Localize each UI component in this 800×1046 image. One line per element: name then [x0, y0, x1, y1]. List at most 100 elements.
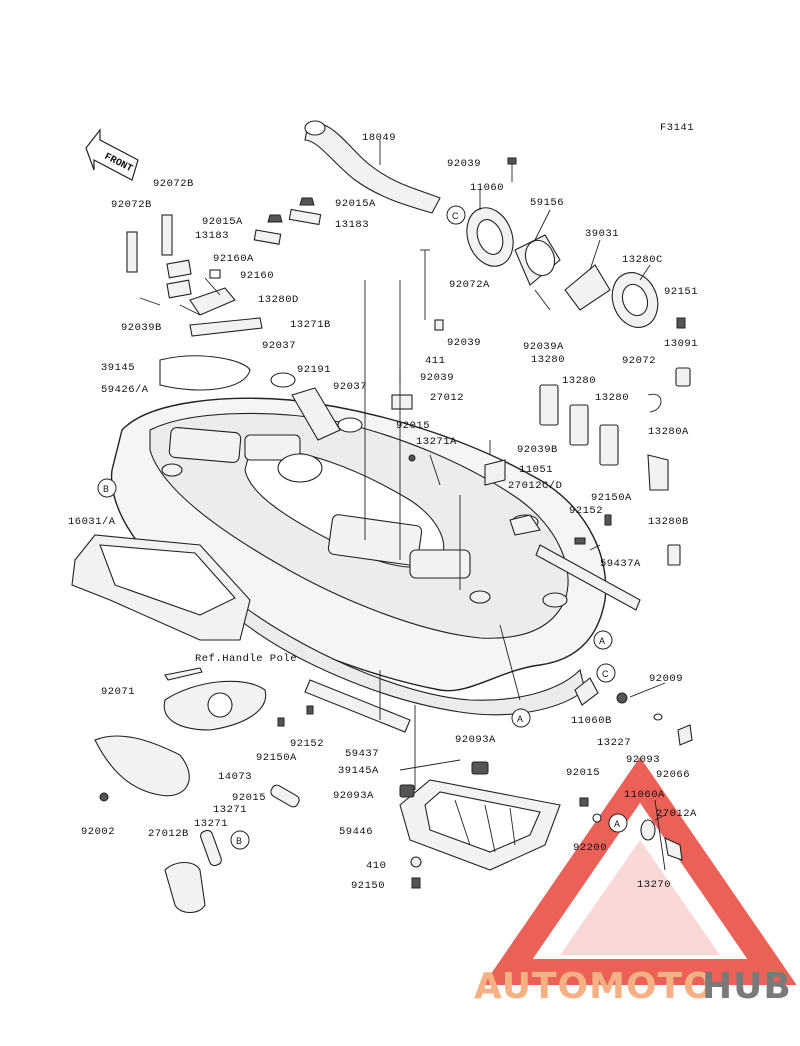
- handle-pole-parts: [94, 667, 314, 914]
- hose-18049: [304, 120, 441, 214]
- part-label: 92009: [649, 673, 683, 685]
- part-label: 13227: [597, 737, 631, 749]
- part-label: 16031/A: [68, 516, 116, 528]
- outlet-parts: [574, 677, 693, 871]
- svg-text:A: A: [517, 714, 523, 724]
- part-label: 92039: [447, 158, 481, 170]
- part-label: 13271B: [290, 319, 331, 331]
- part-label: 59437: [345, 748, 379, 760]
- part-label: 92093A: [455, 734, 496, 746]
- exhaust-parts: [466, 157, 691, 413]
- part-label: 13271: [194, 818, 228, 830]
- part-label: 410: [366, 860, 386, 872]
- part-label: 92150: [351, 880, 385, 892]
- part-label: 92015: [396, 420, 430, 432]
- part-label: 92015A: [202, 216, 243, 228]
- part-label: 92071: [101, 686, 135, 698]
- clamp-blocks: [539, 384, 681, 566]
- part-label: 27012C/D: [508, 480, 562, 492]
- part-label: 92072: [622, 355, 656, 367]
- part-label: 13183: [335, 219, 369, 231]
- part-label: 92037: [262, 340, 296, 352]
- part-label: 92039B: [121, 322, 162, 334]
- part-label: 92015A: [335, 198, 376, 210]
- svg-text:B: B: [236, 836, 242, 846]
- bracket-parts: [126, 197, 322, 337]
- part-label: 27012: [430, 392, 464, 404]
- part-label: 13280D: [258, 294, 299, 306]
- part-label: 13280B: [648, 516, 689, 528]
- part-label: 92039B: [517, 444, 558, 456]
- part-label: 13091: [664, 338, 698, 350]
- svg-text:C: C: [602, 669, 609, 679]
- part-label: 92150A: [591, 492, 632, 504]
- part-label: 92039: [447, 337, 481, 349]
- part-label: 13271A: [416, 436, 457, 448]
- svg-text:C: C: [452, 211, 459, 221]
- part-label: 11060B: [571, 715, 612, 727]
- watermark-part1: AUTOMOTO: [474, 966, 715, 1007]
- part-label: 39145A: [338, 765, 379, 777]
- part-label: 59426/A: [101, 384, 149, 396]
- ref-circle-b-lower: B: [230, 830, 250, 850]
- part-label: 92002: [81, 826, 115, 838]
- part-labels: 18049 92039 11060 59156 39031 13280C 921…: [68, 132, 698, 892]
- part-label: 92200: [573, 842, 607, 854]
- part-label: 92039: [420, 372, 454, 384]
- part-label: 92072B: [153, 178, 194, 190]
- part-label: 92015: [566, 767, 600, 779]
- rail-strips: [304, 514, 641, 733]
- part-label: 92072A: [449, 279, 490, 291]
- part-label: 92151: [664, 286, 698, 298]
- part-label: 13280: [562, 375, 596, 387]
- part-label: 11060: [470, 182, 504, 194]
- part-label: 92015: [232, 792, 266, 804]
- part-label: 27012B: [148, 828, 189, 840]
- part-label: 92152: [290, 738, 324, 750]
- part-label: 92039A: [523, 341, 564, 353]
- part-label: 14073: [218, 771, 252, 783]
- ref-circle-c-right: C: [596, 663, 616, 683]
- hull-body: [110, 397, 607, 716]
- seal-39145: [159, 355, 251, 391]
- watermark-text: AUTOMOTO HUB: [474, 966, 792, 1007]
- ref-circle-a-bottom: A: [608, 813, 628, 833]
- part-label: 13183: [195, 230, 229, 242]
- part-label: 92066: [656, 769, 690, 781]
- part-label: 39031: [585, 228, 619, 240]
- part-label: 92093A: [333, 790, 374, 802]
- tube-parts: [270, 249, 541, 536]
- part-label: 92072B: [111, 199, 152, 211]
- part-label: 13280: [595, 392, 629, 404]
- part-label: 59156: [530, 197, 564, 209]
- part-label: 13270: [637, 879, 671, 891]
- ref-circle-a-right: A: [593, 630, 613, 650]
- ref-circle-b-left: B: [97, 478, 117, 498]
- svg-text:A: A: [599, 636, 605, 646]
- part-label: 13280A: [648, 426, 689, 438]
- part-label: 92093: [626, 754, 660, 766]
- ref-handle-pole-label: Ref.Handle Pole: [195, 653, 297, 665]
- part-label: 92150A: [256, 752, 297, 764]
- intake-grate: [399, 759, 561, 889]
- watermark-logo: [483, 757, 797, 985]
- part-label: 92160: [240, 270, 274, 282]
- ref-circle-c-top: C: [446, 205, 466, 225]
- part-label: 92152: [569, 505, 603, 517]
- storage-bin: [71, 534, 251, 641]
- part-label: 13271: [213, 804, 247, 816]
- ref-circle-a-lower: A: [511, 708, 531, 728]
- watermark-part2: HUB: [702, 966, 792, 1007]
- part-label: 11060A: [624, 789, 665, 801]
- part-label: 13280: [531, 354, 565, 366]
- diagram-id: F3141: [660, 122, 694, 134]
- part-label: 92191: [297, 364, 331, 376]
- part-label: 11051: [519, 464, 553, 476]
- part-label: 27012A: [656, 808, 697, 820]
- part-label: 18049: [362, 132, 396, 144]
- part-label: 13280C: [622, 254, 663, 266]
- part-label: 411: [425, 355, 445, 367]
- part-label: 59437A: [600, 558, 641, 570]
- part-label: 92160A: [213, 253, 254, 265]
